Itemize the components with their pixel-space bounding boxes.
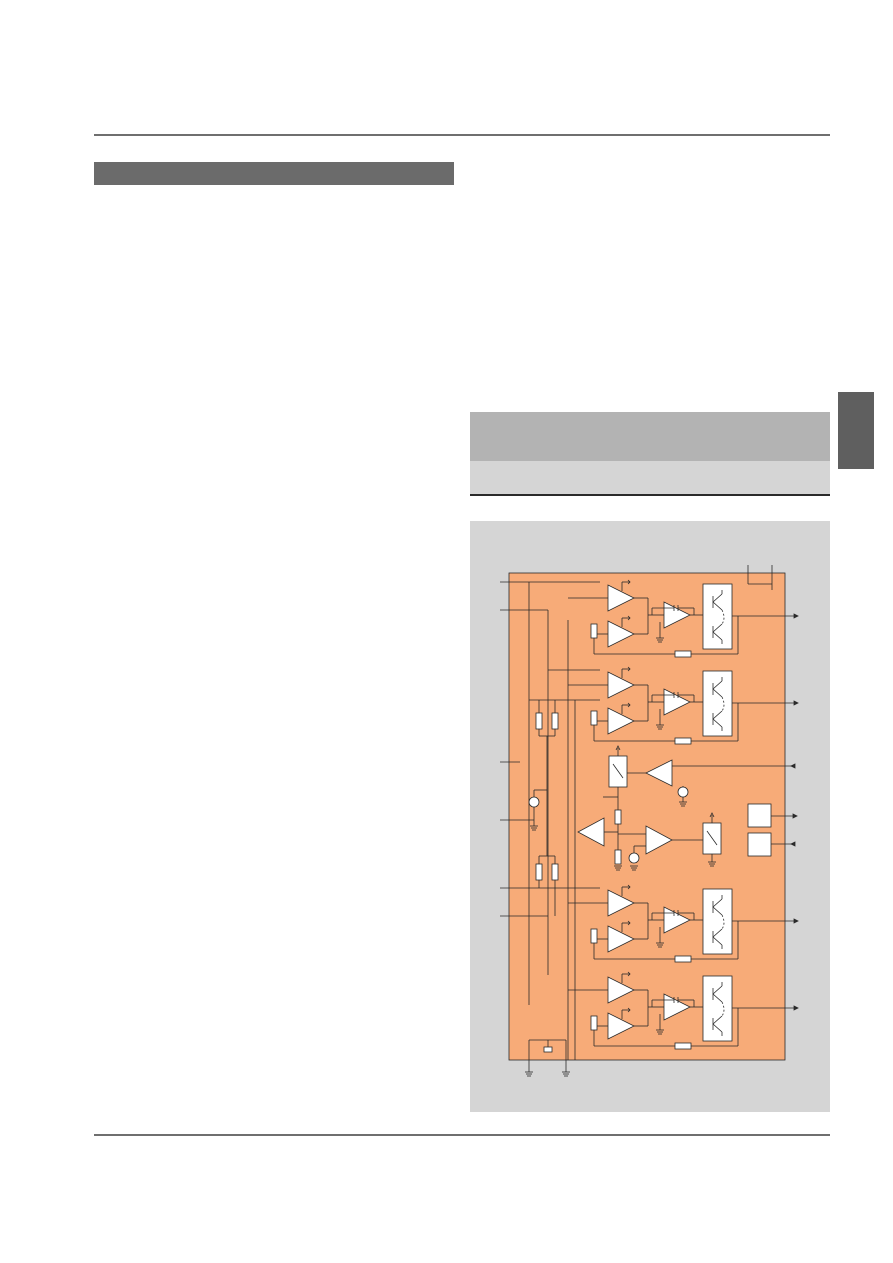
resistor-icon	[535, 712, 543, 730]
top-rule	[94, 134, 830, 136]
block-diagram	[500, 565, 799, 1077]
amplifier-triangle-icon	[645, 825, 673, 855]
current-source-icon	[528, 796, 540, 808]
amplifier-triangle-icon	[645, 759, 673, 787]
block-diagram-panel	[470, 521, 830, 1112]
bottom-rule	[94, 1134, 830, 1136]
section-title-bar	[94, 162, 454, 185]
diagram-subheading-box	[470, 461, 830, 494]
resistor-icon	[535, 863, 543, 881]
resistor-icon	[551, 712, 559, 730]
resistor-icon	[551, 863, 559, 881]
diagram-heading-box	[470, 412, 830, 461]
header-rule	[470, 494, 830, 496]
ic-body	[508, 572, 786, 1061]
logic-block	[747, 803, 772, 828]
resistor-icon	[614, 849, 622, 865]
side-tab	[838, 392, 874, 469]
logic-block	[747, 832, 772, 857]
current-source-icon	[628, 852, 640, 864]
resistor-icon	[614, 809, 622, 825]
current-source-icon	[677, 786, 689, 798]
